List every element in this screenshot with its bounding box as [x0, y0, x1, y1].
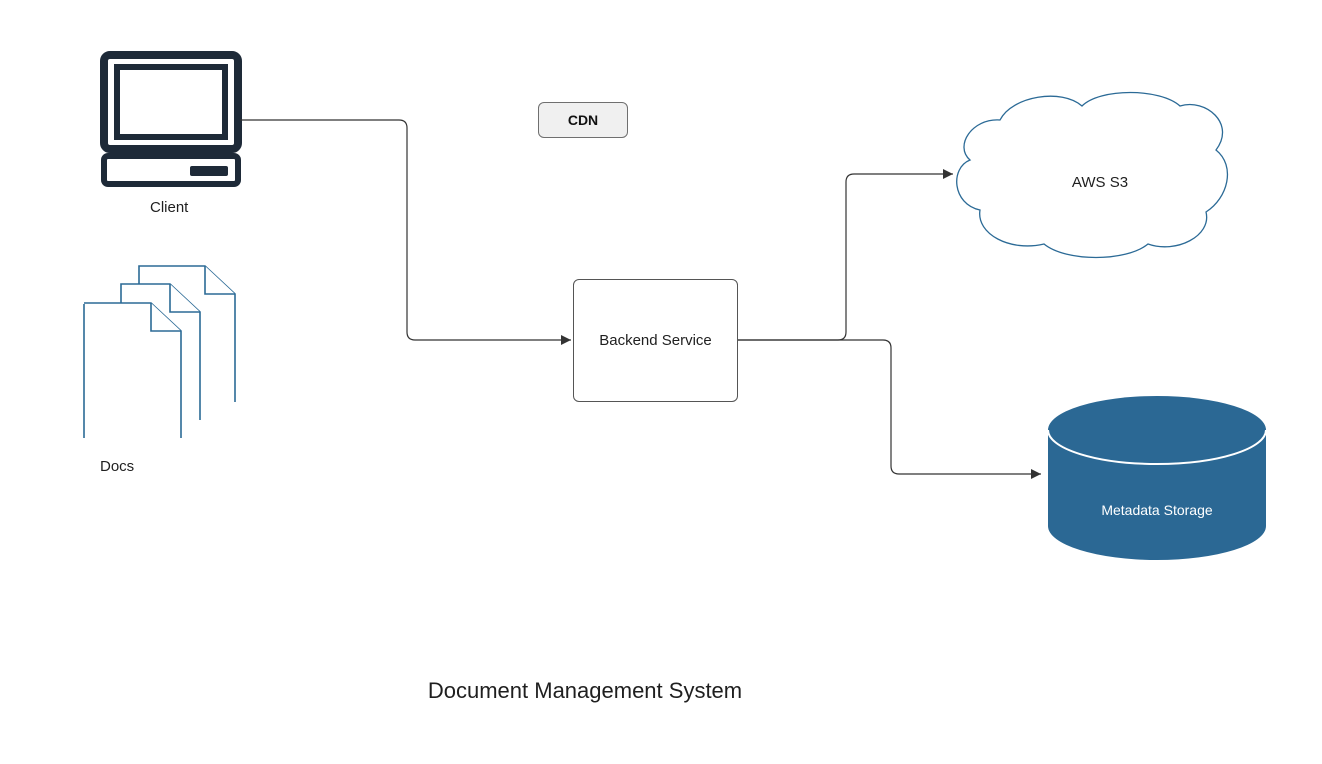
- client-label: Client: [150, 199, 189, 216]
- aws-s3-label: AWS S3: [1071, 174, 1129, 191]
- computer-icon[interactable]: [100, 51, 242, 187]
- docs-label: Docs: [100, 458, 135, 475]
- backend-service-node[interactable]: Backend Service: [573, 279, 738, 402]
- metadata-storage-label: Metadata Storage: [1101, 502, 1213, 518]
- documents-stack-icon[interactable]: [83, 265, 236, 438]
- edge-backend-s3: [738, 169, 953, 341]
- edge-backend-metadata: [738, 339, 1041, 479]
- cdn-node[interactable]: CDN: [538, 102, 628, 138]
- edge-client-backend: [240, 119, 571, 345]
- diagram-title: Document Management System: [427, 678, 743, 703]
- database-cylinder-icon[interactable]: [1047, 396, 1267, 560]
- cloud-icon[interactable]: [956, 91, 1229, 259]
